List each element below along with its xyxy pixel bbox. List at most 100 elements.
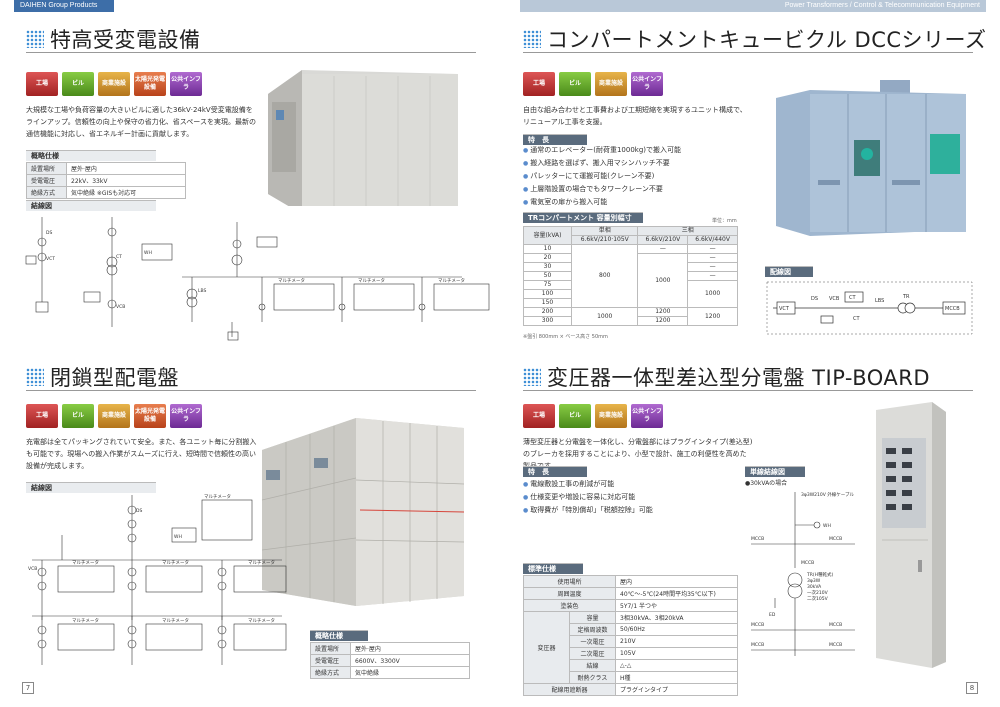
- s2-diagram-heading: 配線図: [765, 266, 813, 277]
- svg-text:3φ3W: 3φ3W: [807, 578, 821, 584]
- svg-text:一次210V: 一次210V: [807, 589, 829, 596]
- section-title-tipboard: 変圧器一体型差込型分電盤 TIP-BOARD: [523, 362, 930, 392]
- tag-commercial: 商業施設: [595, 72, 627, 96]
- tag-building: ビル: [559, 404, 591, 428]
- svg-text:マルチメータ: マルチメータ: [278, 277, 305, 284]
- svg-text:マルチメータ: マルチメータ: [358, 277, 385, 284]
- tag-public: 公共インフラ: [631, 404, 663, 428]
- dots-icon: [26, 30, 44, 48]
- svg-text:MCCB: MCCB: [751, 622, 764, 628]
- svg-text:MCCB: MCCB: [751, 536, 764, 542]
- s3-description: 充電部は全てパッキングされていて安全。また、各ユニット毎に分割搬入も可能です。現…: [26, 438, 257, 470]
- category-bar: Power Transformers / Control & Telecommu…: [520, 0, 986, 12]
- svg-text:WH: WH: [823, 523, 831, 529]
- title-rule: [523, 52, 973, 53]
- table-note: ※盤引 800mm × ベース高さ 50mm: [523, 334, 608, 340]
- svg-text:マルチメータ: マルチメータ: [248, 559, 275, 566]
- list-item: 電線敷設工事の削減が可能: [523, 478, 653, 491]
- dots-icon: [523, 368, 541, 386]
- brand-bar: DAIHEN Group Products: [14, 0, 114, 12]
- list-item: 電気室の扉から搬入可能: [523, 196, 681, 209]
- tag-row: 工場 ビル 商業施設 公共インフラ: [523, 404, 663, 428]
- s2-description: 自由な組み合わせと工事費および工期短縮を実現するユニット構成で、リニューアル工事…: [523, 106, 747, 126]
- tag-row: 工場 ビル 商業施設 公共インフラ: [523, 72, 663, 96]
- svg-text:マルチメータ: マルチメータ: [162, 559, 189, 566]
- section-title-dcc: コンパートメントキュービクル DCCシリーズ: [523, 24, 987, 54]
- svg-text:WH: WH: [144, 250, 152, 256]
- tag-solar: 太陽光発電設備: [134, 72, 166, 96]
- svg-text:MCCB: MCCB: [751, 642, 764, 648]
- svg-text:WH: WH: [174, 534, 182, 540]
- s2-feature-list: 通常のエレベーター(耐荷重1000kg)で搬入可能 搬入経路を選ばず、搬入用マシ…: [523, 144, 681, 209]
- table-row: 絶縁方式気中絶縁: [310, 666, 470, 679]
- list-item: 上層階設置の場合でもタワークレーン不要: [523, 183, 681, 196]
- svg-text:マルチメータ: マルチメータ: [438, 277, 465, 284]
- tag-factory: 工場: [26, 72, 58, 96]
- tag-commercial: 商業施設: [98, 404, 130, 428]
- svg-text:VCT: VCT: [46, 256, 55, 262]
- svg-text:MCCB: MCCB: [829, 536, 842, 542]
- svg-text:マルチメータ: マルチメータ: [204, 493, 231, 500]
- svg-text:DS: DS: [46, 230, 52, 236]
- tag-building: ビル: [62, 72, 94, 96]
- s4-features-heading: 特 長: [523, 466, 587, 477]
- svg-text:DS: DS: [136, 508, 142, 514]
- title-rule: [26, 390, 476, 391]
- svg-text:VCB: VCB: [116, 304, 125, 310]
- s4-feature-list: 電線敷設工事の削減が可能 仕様変更や増設に容易に対応可能 取得費が「特別償却」「…: [523, 478, 653, 517]
- svg-text:CT: CT: [849, 295, 856, 301]
- svg-text:30kVA: 30kVA: [807, 584, 822, 590]
- s3-diagram-heading: 結線図: [26, 482, 156, 493]
- list-item: 仕様変更や増設に容易に対応可能: [523, 491, 653, 504]
- list-item: 取得費が「特別償却」「税額控除」可能: [523, 504, 653, 517]
- s1-wiring-diagram: DS VCT CT WH VCB LBS マルチメータ マルチメータ マルチメー…: [25, 217, 490, 341]
- svg-text:VCB: VCB: [829, 296, 840, 302]
- svg-text:LBS: LBS: [198, 288, 207, 294]
- tipboard-photo: [872, 400, 950, 670]
- tag-factory: 工場: [26, 404, 58, 428]
- table-row: 設置場所屋外·屋内: [26, 162, 186, 175]
- list-item: パレッターにて運搬可能(クレーン不要): [523, 170, 681, 183]
- table-row: 結線△-△: [524, 659, 738, 672]
- dots-icon: [523, 30, 541, 48]
- s2-wiring-diagram: VCT DS VCB CT CT LBS TR MCCB: [766, 281, 973, 335]
- tag-row: 工場 ビル 商業施設 太陽光発電設備 公共インフラ: [26, 72, 202, 96]
- tag-factory: 工場: [523, 72, 555, 96]
- tag-commercial: 商業施設: [98, 72, 130, 96]
- svg-text:マルチメータ: マルチメータ: [72, 617, 99, 624]
- svg-text:マルチメータ: マルチメータ: [248, 617, 275, 624]
- dots-icon: [26, 368, 44, 386]
- tag-solar: 太陽光発電設備: [134, 404, 166, 428]
- svg-text:LBS: LBS: [875, 298, 884, 304]
- svg-text:VCB: VCB: [28, 566, 37, 572]
- s4-diagram-heading: 単線結線図: [745, 466, 805, 477]
- s3-spec-heading: 概略仕様: [310, 630, 368, 641]
- page-number-right: 8: [966, 682, 978, 694]
- tag-public: 公共インフラ: [170, 404, 202, 428]
- dcc-cubicle-photo: [770, 80, 970, 240]
- svg-text:VCT: VCT: [779, 306, 790, 312]
- s3-wiring-diagram: DS WH マルチメータ VCB マルチメータ マルチメータ マルチメータ マル…: [28, 493, 287, 665]
- svg-text:3φ3W210V 外線ケーブル: 3φ3W210V 外線ケーブル: [801, 491, 854, 498]
- title-rule: [26, 52, 476, 53]
- tag-row: 工場 ビル 商業施設 太陽光発電設備 公共インフラ: [26, 404, 202, 428]
- unit-label: 単位：mm: [712, 218, 737, 224]
- svg-text:マルチメータ: マルチメータ: [72, 559, 99, 566]
- s4-single-line-diagram: 3φ3W210V 外線ケーブル WH MCCB MCCB MCCB TR(H種乾…: [751, 491, 855, 656]
- list-item: 搬入経路を選ばず、搬入用マシンハッチ不要: [523, 157, 681, 170]
- tag-building: ビル: [62, 404, 94, 428]
- svg-text:マルチメータ: マルチメータ: [162, 617, 189, 624]
- svg-text:DS: DS: [811, 296, 818, 302]
- svg-text:TR: TR: [902, 294, 910, 300]
- table-row: 使用場所屋内: [523, 575, 738, 588]
